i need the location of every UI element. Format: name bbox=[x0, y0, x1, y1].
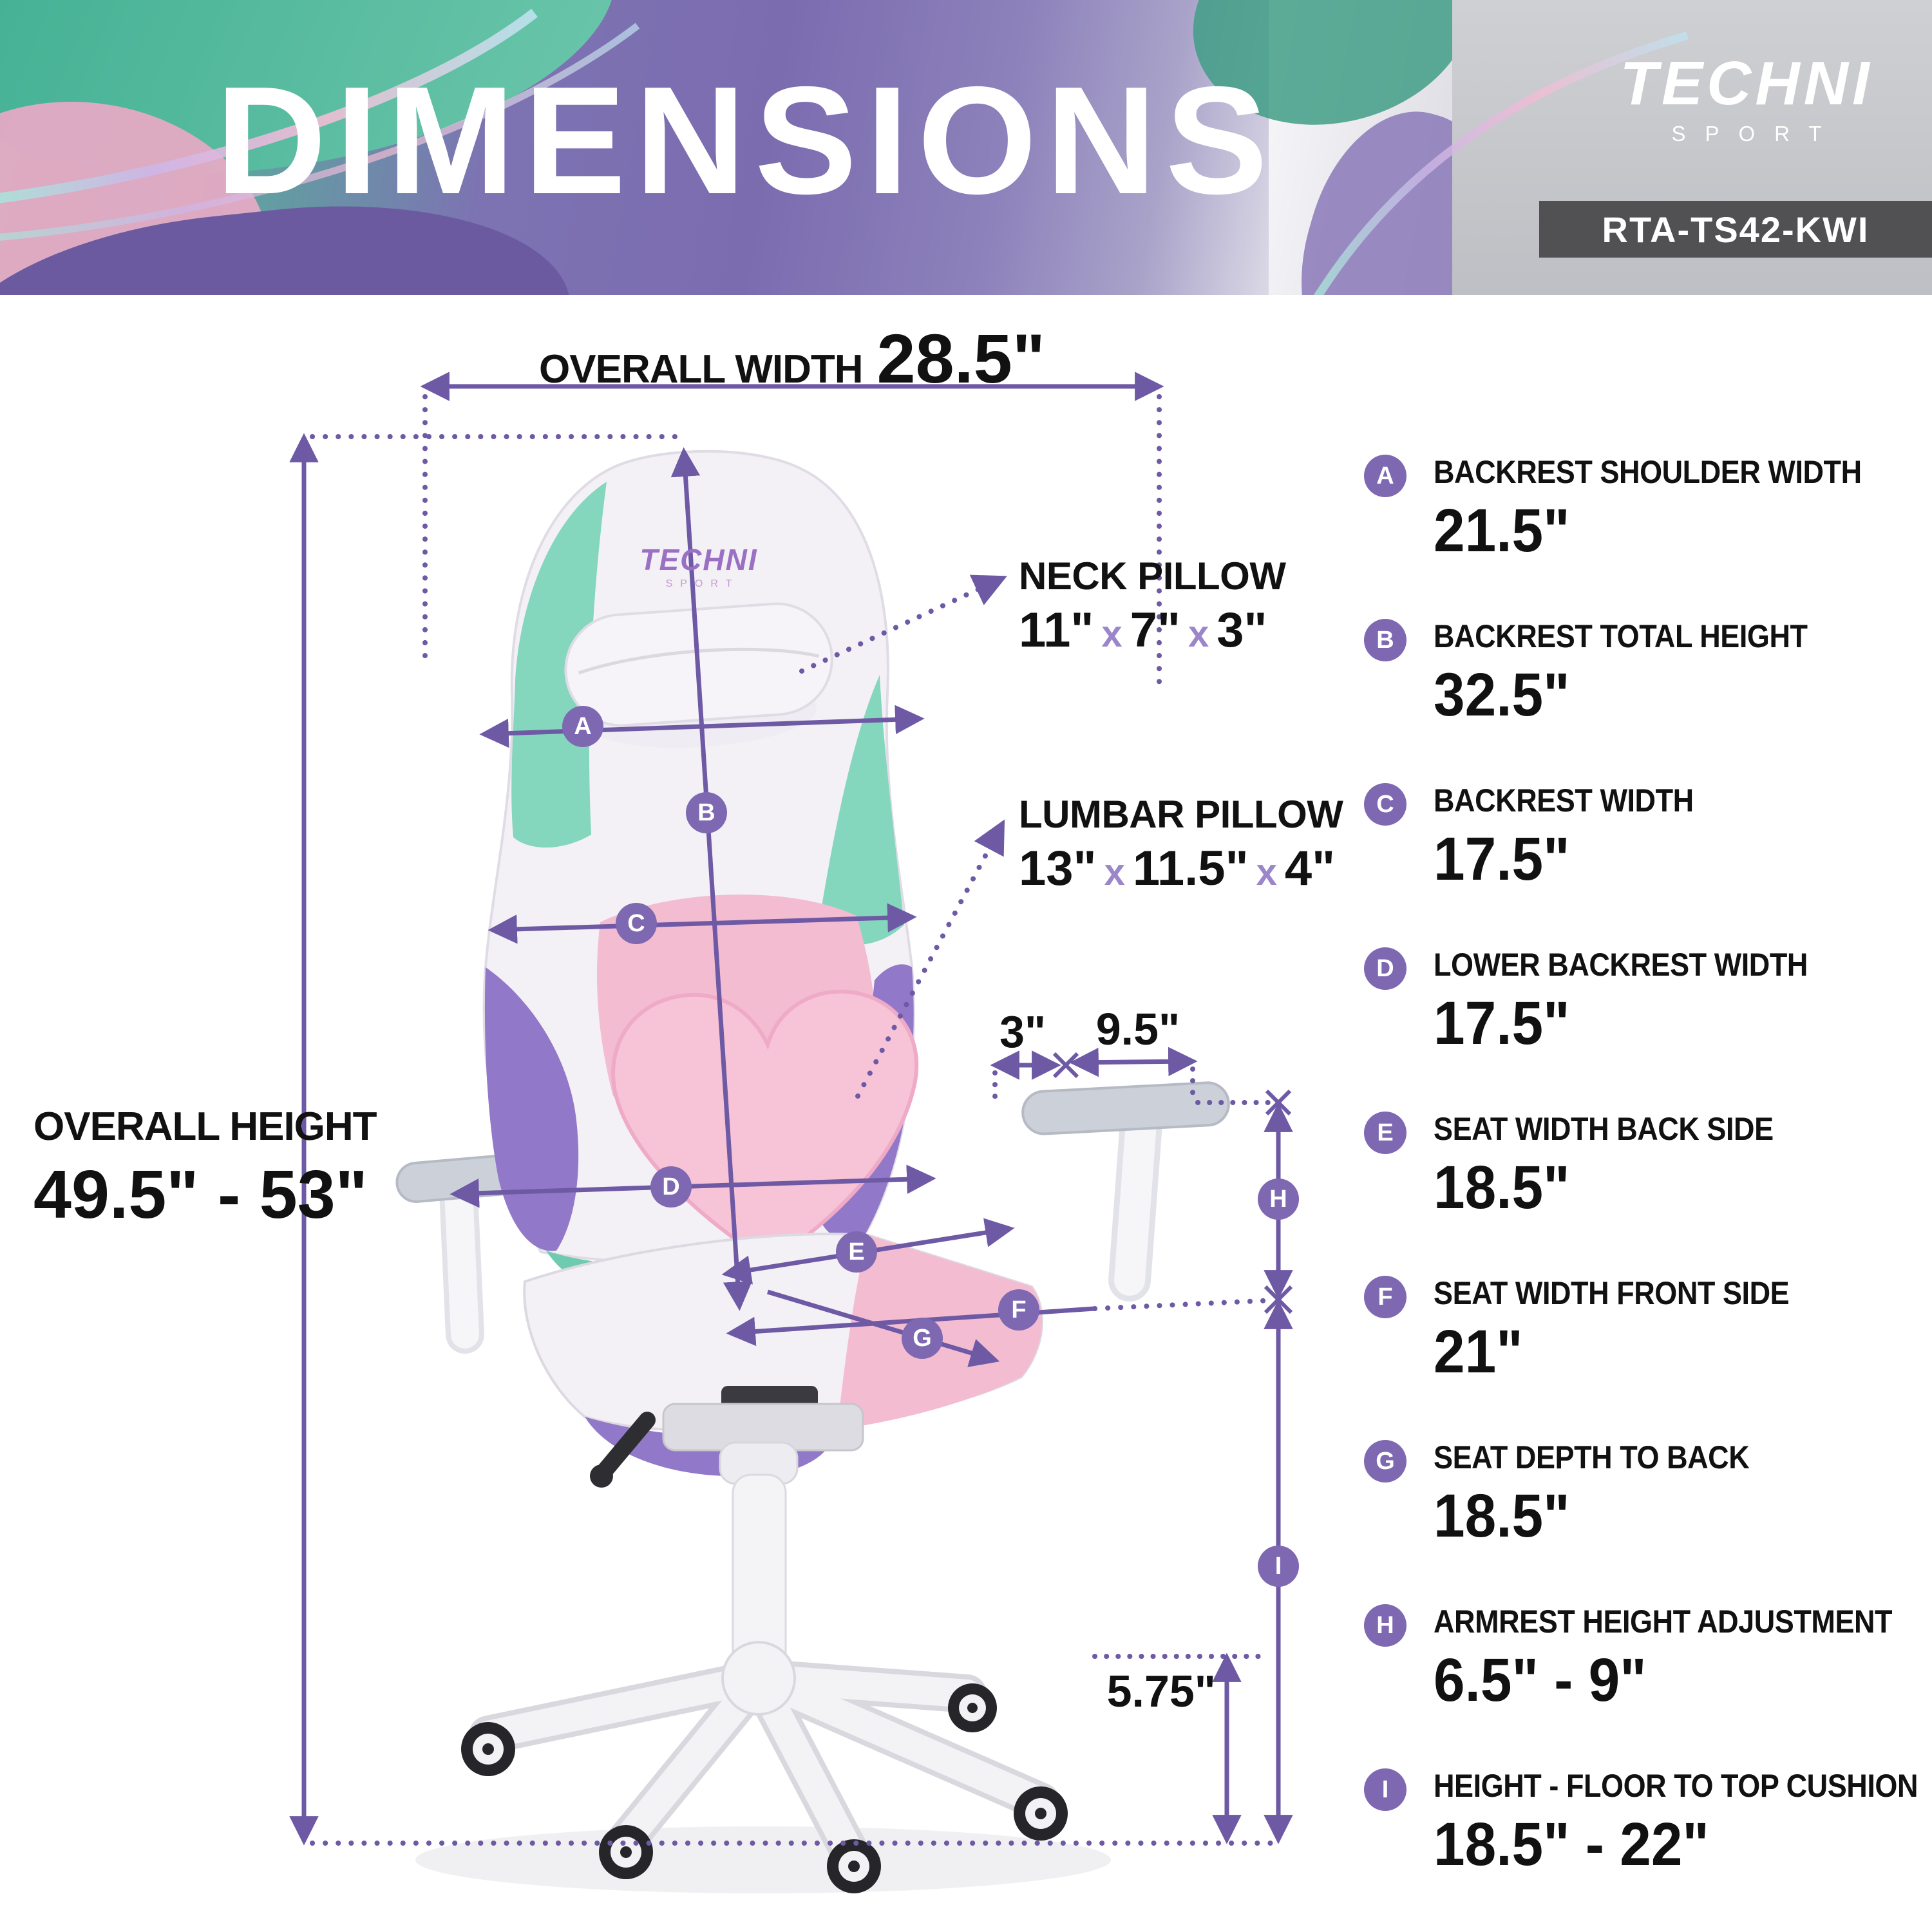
line-D bbox=[450, 1164, 936, 1208]
line-G bbox=[766, 1289, 1000, 1367]
spec-letter-badge: F bbox=[1364, 1276, 1406, 1318]
spec-label: BACKREST SHOULDER WIDTH bbox=[1434, 454, 1862, 490]
spec-row-d: D LOWER BACKREST WIDTH 17.5" bbox=[1364, 946, 1932, 1059]
spec-letter-badge: I bbox=[1364, 1768, 1406, 1811]
chair-marker-d: D bbox=[650, 1166, 692, 1208]
base-height-value: 5.75" bbox=[1106, 1666, 1216, 1716]
lumbar-pillow-pointer bbox=[855, 819, 1005, 1099]
overall-width-value: 28.5" bbox=[876, 319, 1045, 397]
chair-marker-c: C bbox=[616, 903, 657, 944]
spec-letter-badge: D bbox=[1364, 947, 1406, 990]
spec-label: SEAT DEPTH TO BACK bbox=[1434, 1439, 1750, 1475]
spec-value: 17.5" bbox=[1434, 825, 1570, 893]
spec-label: SEAT WIDTH BACK SIDE bbox=[1434, 1111, 1774, 1147]
floor-shadow bbox=[415, 1826, 1111, 1893]
page-title: DIMENSIONS bbox=[216, 55, 1277, 226]
spec-letter-badge: E bbox=[1364, 1112, 1406, 1154]
spec-row-i: I HEIGHT - FLOOR TO TOP CUSHION 18.5" - 2… bbox=[1364, 1767, 1932, 1880]
overall-width-label: OVERALL WIDTH bbox=[539, 347, 863, 392]
right-armrest bbox=[1021, 1081, 1230, 1302]
armrest-length-arrow bbox=[1069, 1046, 1198, 1077]
spec-letter-badge: G bbox=[1364, 1440, 1406, 1482]
chair-logo-subtitle: SPORT bbox=[665, 578, 740, 589]
spec-value: 18.5" bbox=[1434, 1153, 1570, 1222]
armrest-depth-value: 3" bbox=[999, 1007, 1046, 1057]
chair-marker-i: I bbox=[1258, 1546, 1299, 1587]
chair-marker-a: A bbox=[562, 706, 603, 747]
spec-list: A BACKREST SHOULDER WIDTH 21.5" B BACKRES… bbox=[1364, 453, 1932, 1880]
spec-label: LOWER BACKREST WIDTH bbox=[1434, 947, 1808, 983]
spec-label: BACKREST WIDTH bbox=[1434, 782, 1694, 819]
spec-letter-badge: A bbox=[1364, 455, 1406, 497]
spec-value: 21.5" bbox=[1434, 497, 1570, 565]
spec-value: 18.5" - 22" bbox=[1434, 1810, 1709, 1879]
mint-left-panel bbox=[511, 482, 607, 848]
chair-headrest-logo: TECHNI SPORT bbox=[628, 542, 770, 590]
spec-label: BACKREST TOTAL HEIGHT bbox=[1434, 618, 1808, 654]
spec-value: 17.5" bbox=[1434, 989, 1570, 1057]
spec-row-b: B BACKREST TOTAL HEIGHT 32.5" bbox=[1364, 618, 1932, 730]
header-banner: DIMENSIONS TECHNI SPORT RTA-TS42-KWI bbox=[0, 0, 1932, 295]
overall-height-value: 49.5" - 53" bbox=[33, 1157, 368, 1233]
spec-label: SEAT WIDTH FRONT SIDE bbox=[1434, 1275, 1790, 1311]
spec-label: HEIGHT - FLOOR TO TOP CUSHION bbox=[1434, 1768, 1918, 1804]
chair-marker-e: E bbox=[836, 1231, 877, 1273]
spec-value: 32.5" bbox=[1434, 661, 1570, 729]
armrest-length-value: 9.5" bbox=[1095, 1004, 1180, 1054]
spec-row-f: F SEAT WIDTH FRONT SIDE 21" bbox=[1364, 1274, 1932, 1387]
seat-mechanism bbox=[590, 1386, 864, 1488]
base bbox=[469, 1641, 1060, 1879]
header-iridescent-swirl bbox=[0, 8, 1689, 295]
gas-lift bbox=[719, 1441, 799, 1689]
model-number-badge: RTA-TS42-KWI bbox=[1539, 201, 1932, 258]
line-A bbox=[479, 705, 925, 748]
overall-height-label: OVERALL HEIGHT bbox=[33, 1104, 377, 1149]
line-B bbox=[670, 447, 753, 1311]
spec-letter-badge: C bbox=[1364, 783, 1406, 826]
spec-letter-badge: H bbox=[1364, 1604, 1406, 1647]
spec-label: ARMREST HEIGHT ADJUSTMENT bbox=[1434, 1604, 1893, 1640]
spec-value: 18.5" bbox=[1434, 1482, 1570, 1550]
line-C bbox=[488, 903, 917, 944]
spec-value: 6.5" - 9" bbox=[1434, 1646, 1647, 1714]
spec-letter-badge: B bbox=[1364, 619, 1406, 661]
chair-marker-g: G bbox=[902, 1318, 943, 1359]
overall-height-annotation: OVERALL HEIGHT 49.5" - 53" bbox=[33, 1104, 377, 1234]
brand-logo: TECHNI SPORT bbox=[1579, 49, 1914, 146]
x-marks bbox=[1052, 1052, 1293, 1314]
brand-logo-subtitle: SPORT bbox=[1671, 121, 1841, 146]
spec-row-e: E SEAT WIDTH BACK SIDE 18.5" bbox=[1364, 1110, 1932, 1223]
neck-pillow-label: NECK PILLOW bbox=[1019, 554, 1286, 598]
brand-logo-name: TECHNI bbox=[1620, 49, 1873, 118]
spec-row-c: C BACKREST WIDTH 17.5" bbox=[1364, 782, 1932, 895]
spec-row-h: H ARMREST HEIGHT ADJUSTMENT 6.5" - 9" bbox=[1364, 1603, 1932, 1716]
spec-row-g: G SEAT DEPTH TO BACK 18.5" bbox=[1364, 1439, 1932, 1551]
overall-width-annotation: OVERALL WIDTH 28.5" bbox=[496, 318, 1088, 399]
casters bbox=[461, 1683, 1068, 1893]
chair-marker-f: F bbox=[998, 1289, 1039, 1331]
chair-marker-h: H bbox=[1258, 1179, 1299, 1220]
lumbar-pillow-label: LUMBAR PILLOW bbox=[1019, 793, 1343, 836]
spec-value: 21" bbox=[1434, 1318, 1523, 1386]
spec-row-a: A BACKREST SHOULDER WIDTH 21.5" bbox=[1364, 453, 1932, 566]
chair-marker-b: B bbox=[686, 792, 727, 833]
neck-pillow-pointer bbox=[799, 574, 1007, 674]
chair-logo-name: TECHNI bbox=[639, 543, 758, 576]
